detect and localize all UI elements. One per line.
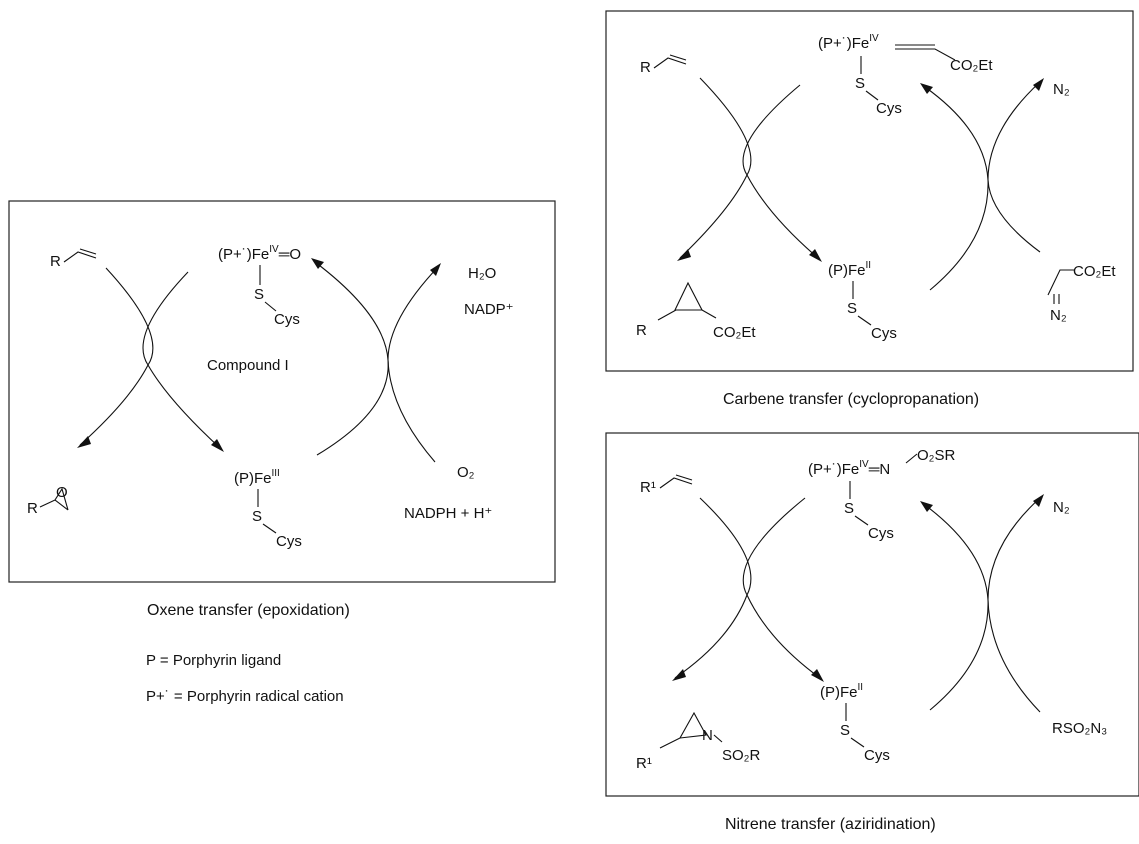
- oxene-arrowhead-resting: [211, 439, 224, 452]
- oxene-oxygen-label: O₂: [457, 464, 475, 481]
- oxene-s-cys-bond: [264, 301, 277, 312]
- nitrene-o2sr-label: O₂SR: [917, 447, 955, 464]
- oxene-alkene-bond: [63, 251, 97, 263]
- nitrene-azide-label: RSO₂N₃: [1052, 720, 1107, 737]
- carbene-arc-resting-carbenoid: [924, 86, 989, 291]
- carbene-panel: R (P+˙)FeIV CO₂Et S Cys N₂ R CO₂Et (P)Fe…: [605, 10, 1134, 408]
- carbene-resting-s-cys-bond: [857, 315, 872, 326]
- legend-porphyrin: P = Porphyrin ligand: [146, 652, 281, 669]
- carbene-caption: Carbene transfer (cyclopropanation): [723, 391, 979, 408]
- carbene-s-cys-bond: [865, 90, 879, 101]
- oxene-product-label: R: [27, 500, 38, 517]
- oxene-resting-state: (P)FeIII: [234, 468, 280, 487]
- nitrene-arrowhead-product: [672, 669, 686, 681]
- carbene-resting-cys: Cys: [871, 325, 897, 342]
- carbene-fe-c-bond: [895, 48, 956, 61]
- nitrene-caption: Nitrene transfer (aziridination): [725, 816, 936, 833]
- nitrene-active-species: (P+˙)FeIV═N: [808, 459, 890, 478]
- oxene-alkene-double: [79, 248, 97, 255]
- nitrene-resting-state: (P)FeII: [820, 682, 863, 701]
- carbene-arc-carbenoid-resting: [742, 84, 819, 259]
- oxene-arc-substrate-product: [79, 267, 154, 446]
- carbene-arrowhead-product: [677, 249, 691, 261]
- nitrene-arrowhead-n2: [1033, 494, 1044, 507]
- oxene-sulfur-label: S: [254, 286, 264, 303]
- oxene-arrowhead-water: [430, 263, 441, 276]
- nitrene-arc-substrate-product: [674, 497, 752, 679]
- carbene-resting-state: (P)FeII: [828, 260, 871, 279]
- carbene-panel-frame: [605, 10, 1134, 372]
- carbene-alkene-bond: [653, 57, 687, 69]
- carbene-resting-sulfur: S: [847, 300, 857, 317]
- nitrene-panel: R¹ (P+˙)FeIV═N O₂SR S Cys N₂ R¹ N SO₂R (…: [605, 432, 1139, 833]
- carbene-n2-label: N₂: [1053, 81, 1070, 98]
- carbene-substrate-label: R: [640, 59, 651, 76]
- oxene-epoxide-ring: [39, 487, 69, 511]
- oxene-caption: Oxene transfer (epoxidation): [147, 602, 350, 619]
- nitrene-arc-azide-n2: [987, 497, 1041, 713]
- carbene-arrowhead-resting: [809, 249, 822, 262]
- nitrene-substrate-label: R¹: [640, 479, 656, 496]
- nitrene-sulfur-label: S: [844, 500, 854, 517]
- oxene-arc-compoundI-resting: [142, 271, 221, 449]
- carbene-arc-substrate-product: [679, 77, 752, 259]
- oxene-water-label: H₂O: [468, 265, 496, 282]
- oxene-panel: R (P+˙)FeIV═O S Cys Compound I H₂O NADP⁺…: [8, 200, 556, 619]
- oxene-arc-o2-water: [387, 266, 439, 463]
- oxene-resting-sulfur: S: [252, 508, 262, 525]
- oxene-nadp-label: NADP⁺: [464, 301, 514, 318]
- nitrene-n-s-bond: [905, 453, 918, 464]
- oxene-arc-resting-compoundI: [314, 261, 389, 456]
- oxene-active-species: (P+˙)FeIV═O: [218, 244, 301, 263]
- oxene-resting-s-cys-bond: [262, 523, 277, 534]
- nitrene-aziridine-ring: [659, 711, 723, 749]
- carbene-diazo-n2: N₂: [1050, 307, 1067, 324]
- carbene-diazo-bond: [1047, 269, 1075, 296]
- legend: P = Porphyrin ligand P+˙ = Porphyrin rad…: [146, 652, 344, 705]
- carbene-active-species: (P+˙)FeIV: [818, 33, 879, 52]
- carbene-diazo-ester: CO₂Et: [1073, 263, 1116, 280]
- oxene-panel-frame: [8, 200, 556, 583]
- oxene-arrowhead-product: [77, 436, 91, 448]
- carbene-alkene-double: [669, 54, 687, 61]
- nitrene-resting-sulfur: S: [840, 722, 850, 739]
- carbene-product-r: R: [636, 322, 647, 339]
- nitrene-product-so2r: SO₂R: [722, 747, 760, 764]
- carbene-cyclopropane-ring: [657, 281, 717, 321]
- oxene-epoxide-oxygen: O: [56, 484, 68, 501]
- nitrene-resting-cys: Cys: [864, 747, 890, 764]
- nitrene-arc-nitrenoid-resting: [742, 497, 821, 679]
- oxene-nadph-label: NADPH + H⁺: [404, 505, 492, 522]
- nitrene-product-n: N: [702, 727, 713, 744]
- nitrene-n2-label: N₂: [1053, 499, 1070, 516]
- carbene-product-ester: CO₂Et: [713, 324, 756, 341]
- oxene-cys-label: Cys: [274, 311, 300, 328]
- oxene-center-label: Compound I: [207, 357, 289, 374]
- nitrene-cys-label: Cys: [868, 525, 894, 542]
- oxene-substrate-label: R: [50, 253, 61, 270]
- nitrene-arc-resting-nitrenoid: [924, 504, 989, 711]
- nitrene-alkene-bond: [659, 477, 693, 489]
- nitrene-arrowhead-nitrenoid: [920, 501, 933, 512]
- nitrene-panel-frame: [605, 432, 1139, 797]
- oxene-resting-cys: Cys: [276, 533, 302, 550]
- carbene-cys-label: Cys: [876, 100, 902, 117]
- nitrene-s-cys-bond: [854, 515, 869, 526]
- nitrene-alkene-double: [675, 474, 693, 481]
- carbene-sulfur-label: S: [855, 75, 865, 92]
- nitrene-resting-s-cys-bond: [850, 737, 865, 748]
- carbene-arc-diazo-n2: [987, 81, 1041, 253]
- oxene-arrowhead-compoundI: [311, 258, 324, 269]
- carbene-arrowhead-carbenoid: [920, 83, 933, 94]
- legend-porphyrin-radical: P+˙ = Porphyrin radical cation: [146, 688, 344, 705]
- carbene-arrowhead-n2: [1033, 78, 1044, 91]
- carbene-ester-label: CO₂Et: [950, 57, 993, 74]
- nitrene-arrowhead-resting: [811, 669, 824, 682]
- nitrene-product-r: R¹: [636, 755, 652, 772]
